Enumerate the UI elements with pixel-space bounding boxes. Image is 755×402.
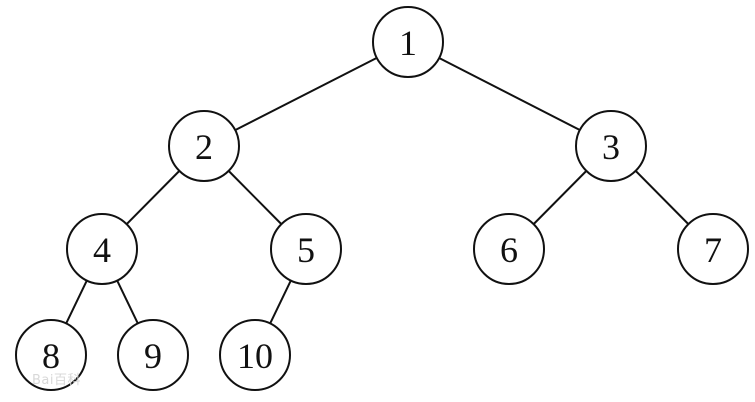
node-label: 8 <box>42 336 60 376</box>
node-circle <box>575 110 647 182</box>
node-circle <box>372 6 444 78</box>
node-label: 3 <box>602 127 620 167</box>
edge-5-10 <box>269 279 292 325</box>
tree-node-5: 5 <box>270 213 342 285</box>
tree-node-10: 10 <box>219 319 291 391</box>
node-label: 9 <box>144 336 162 376</box>
edge-3-6 <box>532 169 588 226</box>
edge-4-9 <box>116 279 139 325</box>
node-circle <box>168 110 240 182</box>
node-circle <box>66 213 138 285</box>
node-label: 7 <box>704 230 722 270</box>
tree-node-7: 7 <box>677 213 749 285</box>
tree-node-1: 1 <box>372 6 444 78</box>
node-label: 5 <box>297 230 315 270</box>
edges-layer <box>65 56 690 325</box>
tree-node-9: 9 <box>117 319 189 391</box>
node-label: 2 <box>195 127 213 167</box>
tree-node-3: 3 <box>575 110 647 182</box>
edge-1-3 <box>438 56 581 132</box>
node-circle <box>219 319 291 391</box>
node-circle <box>15 319 87 391</box>
nodes-layer: 1 2 3 4 5 6 7 8 9 10 <box>15 6 749 391</box>
node-circle <box>117 319 189 391</box>
node-label: 10 <box>237 336 273 376</box>
tree-node-4: 4 <box>66 213 138 285</box>
node-circle <box>473 213 545 285</box>
node-label: 6 <box>500 230 518 270</box>
node-circle <box>677 213 749 285</box>
edge-3-7 <box>634 169 690 226</box>
edge-2-5 <box>227 169 283 226</box>
tree-node-6: 6 <box>473 213 545 285</box>
edge-4-8 <box>65 279 88 325</box>
node-label: 1 <box>399 23 417 63</box>
edge-2-4 <box>125 169 181 226</box>
edge-1-2 <box>234 56 378 132</box>
node-circle <box>270 213 342 285</box>
node-label: 4 <box>93 230 111 270</box>
tree-node-8: 8 <box>15 319 87 391</box>
tree-node-2: 2 <box>168 110 240 182</box>
